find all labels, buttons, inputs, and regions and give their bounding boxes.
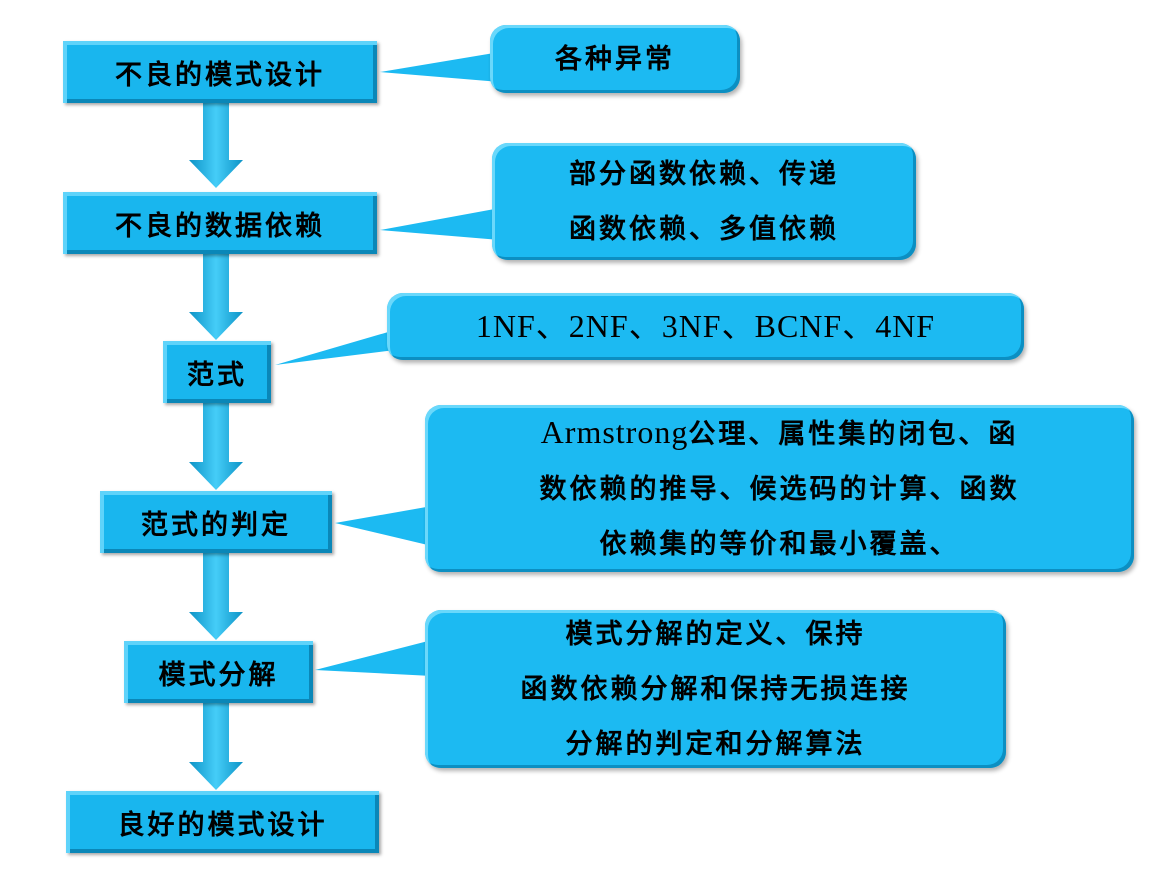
down-arrow-1 [189,103,243,188]
down-arrow-3 [189,403,243,490]
callout-tail-5 [315,640,432,676]
down-arrow-2 [189,254,243,340]
note-line: 各种异常 [555,43,675,75]
note-line: 1NF、2NF、3NF、BCNF、4NF [475,308,936,344]
step-normal-form-judgement: 范式的判定 [100,491,332,553]
down-arrow-5 [189,703,243,790]
callout-tail-4 [335,506,432,546]
callout-tail-1 [380,52,500,82]
step-bad-data-dependency: 不良的数据依赖 [63,192,377,254]
step-schema-decomposition: 模式分解 [124,641,313,703]
note-line: 函数依赖分解和保持无损连接 [520,673,911,705]
callout-tail-2 [380,208,500,240]
note-judgement: Armstrong公理、属性集的闭包、函 数依赖的推导、候选码的计算、函数 依赖… [425,405,1134,572]
callout-tail-3 [275,330,395,365]
note-line: 函数依赖、多值依赖 [569,213,839,245]
note-anomalies: 各种异常 [490,25,740,93]
step-label: 模式分解 [158,659,279,691]
note-line: 模式分解的定义、保持 [565,618,866,650]
note-line-armstrong: Armstrong [540,414,689,450]
step-label: 不良的数据依赖 [115,210,325,242]
step-bad-schema-design: 不良的模式设计 [63,41,377,103]
step-normal-forms: 范式 [163,341,271,403]
note-decomposition: 模式分解的定义、保持 函数依赖分解和保持无损连接 分解的判定和分解算法 [425,610,1006,768]
step-label: 范式 [187,359,247,391]
note-line: 分解的判定和分解算法 [565,728,866,760]
step-label: 良好的模式设计 [117,809,328,841]
note-line: 部分函数依赖、传递 [569,158,839,190]
step-good-schema-design: 良好的模式设计 [66,791,379,853]
step-label: 范式的判定 [141,509,291,541]
step-label: 不良的模式设计 [115,59,325,91]
down-arrow-4 [189,553,243,640]
note-line: 公理、属性集的闭包、函 [688,419,1019,450]
note-line: 数依赖的推导、候选码的计算、函数 [539,474,1020,505]
note-dependencies: 部分函数依赖、传递 函数依赖、多值依赖 [492,143,916,260]
note-normal-forms: 1NF、2NF、3NF、BCNF、4NF [387,293,1024,360]
note-line: 依赖集的等价和最小覆盖、 [599,529,960,560]
